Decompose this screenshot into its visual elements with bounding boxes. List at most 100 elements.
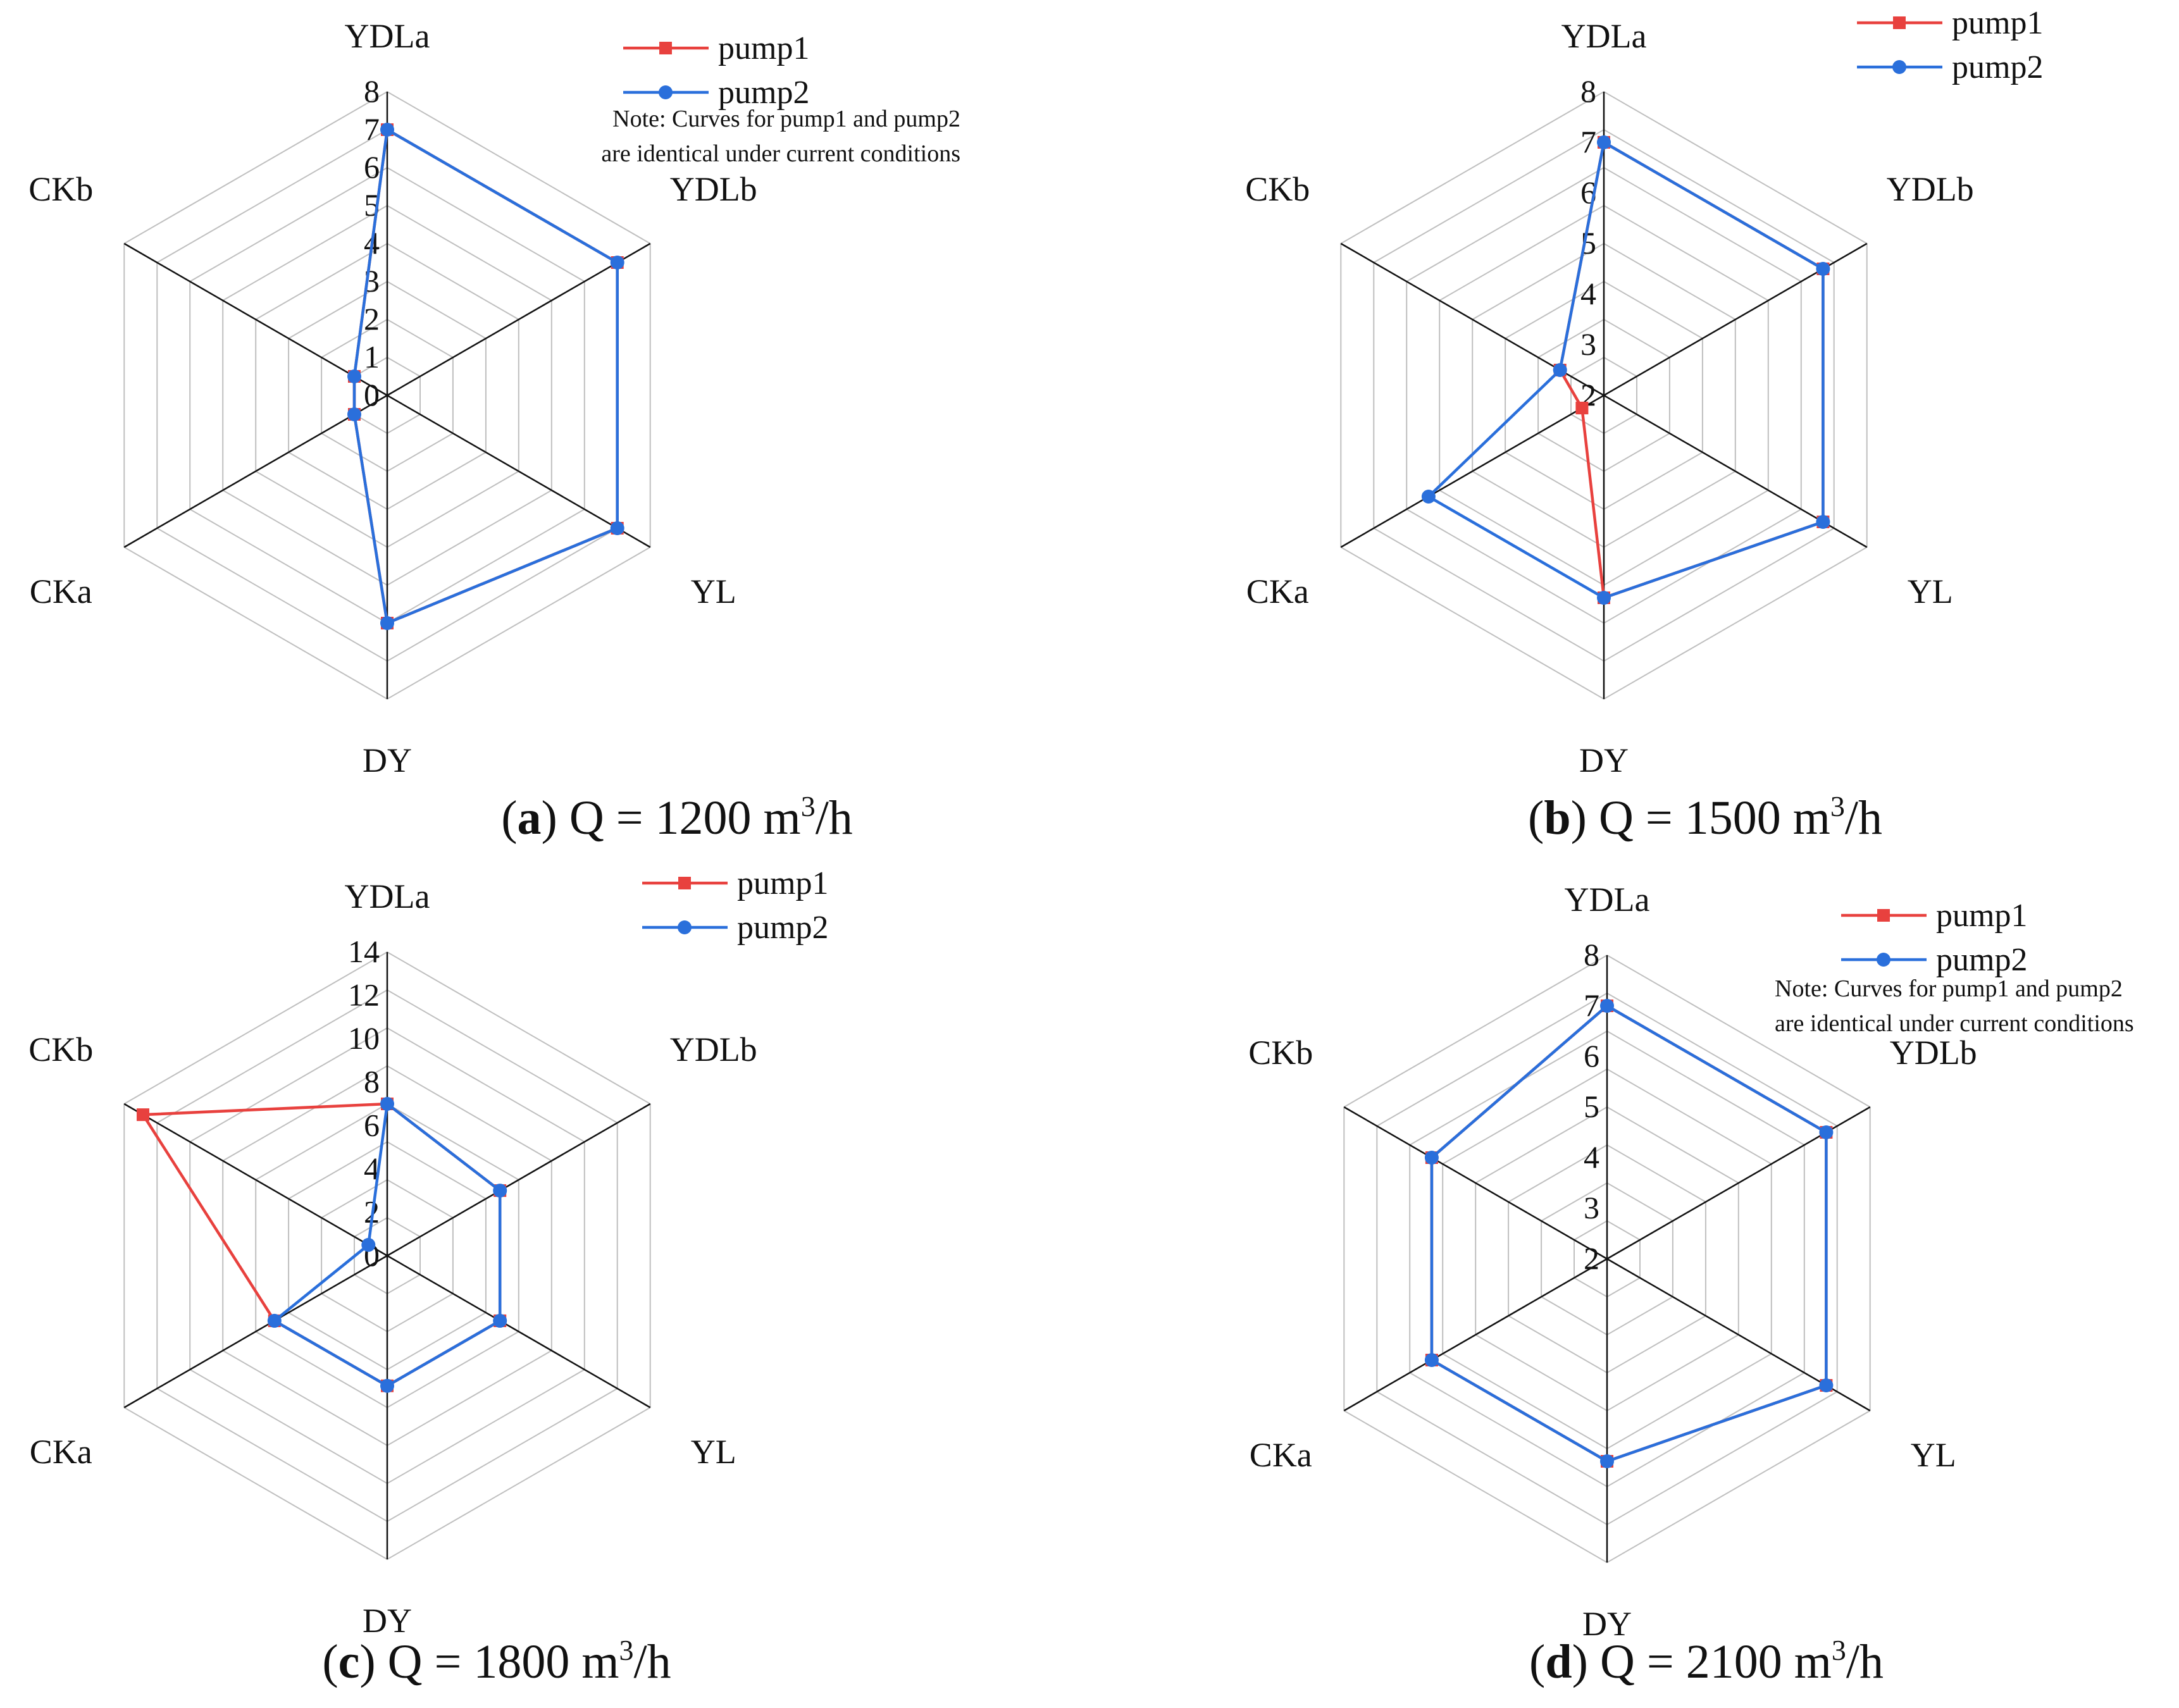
axis-label-YL: YL xyxy=(1911,1436,1956,1474)
panel-caption: (b) Q = 1500 m3/h xyxy=(1528,790,1882,845)
radial-tick-label: 0 xyxy=(364,377,380,412)
legend-label-pump2: pump2 xyxy=(718,75,809,111)
axis-spoke-YDLb xyxy=(387,242,651,397)
point-pump2-CKa xyxy=(347,407,361,421)
radial-tick-label: 8 xyxy=(1584,937,1599,972)
radial-tick-label: 1 xyxy=(364,339,380,374)
point-pump2-YDLb xyxy=(1816,262,1830,276)
axis-label-DY: DY xyxy=(1582,1605,1632,1643)
note-line: Note: Curves for pump1 and pump2 xyxy=(612,106,960,132)
legend-marker-pump2 xyxy=(1877,953,1890,967)
point-pump1-CKb xyxy=(137,1108,149,1122)
radial-tick-label: 6 xyxy=(364,1107,380,1142)
axis-label-CKa: CKa xyxy=(1246,572,1309,610)
axis-spoke-CKb xyxy=(1343,1106,1608,1260)
axis-label-CKb: CKb xyxy=(1245,170,1310,208)
radial-tick-label: 3 xyxy=(1580,326,1596,362)
axis-spoke-CKa xyxy=(1340,394,1605,548)
radial-tick-label: 6 xyxy=(1584,1038,1599,1074)
point-pump2-CKa xyxy=(1421,490,1436,504)
legend-label-pump2: pump2 xyxy=(1936,942,2027,978)
legend-label-pump1: pump1 xyxy=(718,30,809,66)
radial-tick-label: 7 xyxy=(1584,987,1599,1023)
radial-tick-label: 5 xyxy=(1584,1089,1599,1124)
axis-label-YDLb: YDLb xyxy=(670,170,757,208)
legend-marker-pump1 xyxy=(678,877,691,889)
radar-panel-c: 02468101214YDLaYDLbYLDYCKaCKbpump1pump2(… xyxy=(28,865,828,1688)
point-pump2-YDLb xyxy=(610,256,624,269)
legend-marker-pump2 xyxy=(659,85,673,99)
radial-tick-label: 8 xyxy=(364,1064,380,1099)
axis-label-YDLa: YDLa xyxy=(1561,17,1647,55)
axis-label-DY: DY xyxy=(1579,741,1629,779)
radial-tick-label: 14 xyxy=(348,934,380,969)
axis-spoke-CKa xyxy=(123,1254,388,1409)
point-pump2-YL xyxy=(1816,515,1830,529)
point-pump1-CKa xyxy=(1575,402,1589,414)
series-pump2 xyxy=(347,123,624,630)
axis-label-YDLb: YDLb xyxy=(670,1030,757,1068)
legend-label-pump1: pump1 xyxy=(737,865,828,901)
point-pump2-YDLa xyxy=(1600,999,1614,1013)
radial-tick-label: 4 xyxy=(1584,1139,1599,1175)
point-pump2-YDLa xyxy=(380,123,394,137)
axis-label-YL: YL xyxy=(1908,572,1953,610)
radar-panel-d: 2345678YDLaYDLbYLDYCKaCKbpump1pump2Note:… xyxy=(1248,881,2133,1688)
note-line: Note: Curves for pump1 and pump2 xyxy=(1775,975,2123,1002)
legend-marker-pump2 xyxy=(1892,60,1906,74)
axis-label-YDLa: YDLa xyxy=(345,17,430,55)
axis-label-CKa: CKa xyxy=(30,1433,92,1471)
radial-tick-label: 7 xyxy=(1580,124,1596,159)
axis-label-CKb: CKb xyxy=(28,170,93,208)
axis-label-YDLa: YDLa xyxy=(1565,881,1650,919)
radial-tick-label: 8 xyxy=(364,73,380,109)
point-pump2-YDLa xyxy=(1597,135,1611,149)
axis-label-CKa: CKa xyxy=(1250,1436,1312,1474)
panel-caption: (c) Q = 1800 m3/h xyxy=(322,1634,671,1688)
axis-label-CKb: CKb xyxy=(1248,1034,1313,1072)
legend-label-pump2: pump2 xyxy=(737,910,828,946)
point-pump2-YDLa xyxy=(380,1097,394,1111)
axis-label-YL: YL xyxy=(691,572,736,610)
point-pump2-YL xyxy=(493,1313,507,1328)
series-pump2 xyxy=(1424,999,1834,1468)
point-pump2-DY xyxy=(380,616,394,630)
point-pump2-DY xyxy=(1597,591,1611,605)
point-pump2-CKb xyxy=(361,1237,376,1252)
point-pump2-CKa xyxy=(267,1313,282,1328)
axis-label-CKa: CKa xyxy=(30,572,92,610)
axis-spoke-YDLb xyxy=(387,1103,651,1257)
legend-marker-pump1 xyxy=(1877,909,1890,922)
radial-tick-label: 6 xyxy=(364,149,380,185)
point-pump2-YDLb xyxy=(1819,1125,1834,1139)
point-pump2-DY xyxy=(1600,1454,1614,1468)
axis-label-YL: YL xyxy=(691,1433,736,1471)
radar-panel-a: 012345678YDLaYDLbYLDYCKaCKbpump1pump2Not… xyxy=(28,17,960,845)
panel-caption: (a) Q = 1200 m3/h xyxy=(501,790,853,845)
point-pump2-YDLb xyxy=(493,1184,507,1198)
radial-tick-label: 7 xyxy=(364,111,380,147)
legend-marker-pump2 xyxy=(678,920,692,934)
legend-label-pump2: pump2 xyxy=(1952,49,2043,85)
axis-spoke-CKa xyxy=(123,394,388,548)
axis-label-DY: DY xyxy=(363,1602,412,1640)
axis-spoke-YL xyxy=(387,394,651,548)
legend-marker-pump1 xyxy=(1893,16,1906,29)
radial-tick-label: 3 xyxy=(1584,1190,1599,1225)
axis-label-YDLb: YDLb xyxy=(1887,170,1974,208)
radial-tick-label: 2 xyxy=(364,301,380,337)
axis-label-YDLa: YDLa xyxy=(345,877,430,915)
legend-marker-pump1 xyxy=(659,42,672,54)
series-line-pump1 xyxy=(1558,140,1825,600)
axis-spoke-YL xyxy=(387,1254,651,1409)
axis-label-CKb: CKb xyxy=(28,1030,93,1068)
series-pump2 xyxy=(1421,135,1830,605)
axis-spoke-CKb xyxy=(123,1103,388,1257)
radial-tick-label: 4 xyxy=(1580,276,1596,311)
point-pump2-CKb xyxy=(347,369,361,383)
note-line: are identical under current conditions xyxy=(601,140,960,167)
axis-spoke-CKb xyxy=(123,242,388,397)
radial-tick-label: 10 xyxy=(348,1020,380,1056)
